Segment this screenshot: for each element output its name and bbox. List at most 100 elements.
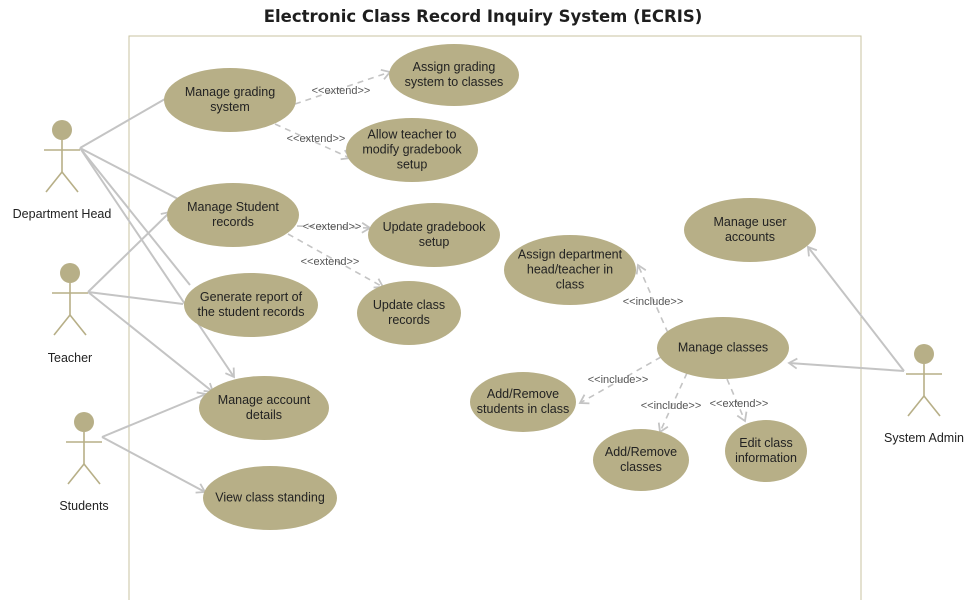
- stereotype-label: <<extend>>: [287, 133, 346, 145]
- use-case-label: Generate report of: [200, 290, 303, 304]
- use-case-ellipse: [346, 118, 478, 182]
- relation-manage_classes-add_students: [579, 356, 662, 404]
- use-case-ellipse: [167, 183, 299, 247]
- association-students-account_details: [101, 393, 207, 438]
- stereotype-label: <<extend>>: [301, 256, 360, 268]
- relation-arrowhead: [578, 394, 590, 405]
- actor-label: Teacher: [48, 351, 92, 365]
- use-case-ellipse: [184, 273, 318, 337]
- association-dept_head-student_records: [79, 147, 181, 201]
- use-case-label: the student records: [197, 305, 304, 319]
- relation-student_records-update_gradebook: [296, 225, 371, 229]
- relation-manage_classes-edit_class: [726, 378, 746, 422]
- use-case-ellipse: [199, 376, 329, 440]
- association-arrowhead: [225, 367, 235, 379]
- use-case-ellipse: [389, 44, 519, 106]
- stereotype-label: <<extend>>: [312, 85, 371, 97]
- use-case-label: head/teacher in: [527, 262, 613, 276]
- use-case-label: setup: [397, 157, 428, 171]
- actor-label: System Admin: [884, 431, 964, 445]
- use-case-label: accounts: [725, 230, 775, 244]
- use-case-ellipse: [357, 281, 461, 345]
- relation-arrowhead: [736, 411, 748, 423]
- use-case-ellipse: [504, 235, 636, 305]
- use-case-label: records: [212, 215, 254, 229]
- use-case-label: Update class: [373, 298, 445, 312]
- actor-dept_head: Department Head: [13, 120, 112, 221]
- system-boundary: [128, 35, 862, 600]
- use-case-ellipse: [470, 372, 576, 432]
- use-case-ellipse: [684, 198, 816, 262]
- actor-left-leg: [45, 171, 63, 193]
- actor-sys_admin: System Admin: [884, 344, 964, 445]
- use-case-label: details: [246, 408, 282, 422]
- use-case-label: setup: [419, 235, 450, 249]
- actor-head-icon: [74, 412, 94, 432]
- use-case-label: Add/Remove: [487, 387, 559, 401]
- actor-label: Department Head: [13, 207, 112, 221]
- stereotype-label: <<include>>: [623, 296, 684, 308]
- use-case-manage_classes: Manage classes: [657, 317, 789, 379]
- actor-label: Students: [59, 499, 108, 513]
- association-sys_admin-manage_classes: [788, 362, 905, 372]
- actor-right-leg: [923, 395, 941, 417]
- association-dept_head-account_details: [79, 147, 235, 378]
- use-case-ellipse: [164, 68, 296, 132]
- use-case-ellipse: [368, 203, 500, 267]
- association-sys_admin-user_accounts: [807, 246, 905, 372]
- relation-manage_classes-assign_dept: [637, 264, 669, 334]
- use-case-class_standing: View class standing: [203, 466, 337, 530]
- actor-head-icon: [52, 120, 72, 140]
- use-case-label: View class standing: [215, 490, 325, 504]
- use-case-label: Edit class: [739, 436, 793, 450]
- actor-right-leg: [69, 314, 87, 336]
- stereotype-label: <<include>>: [588, 374, 649, 386]
- use-case-label: classes: [620, 460, 662, 474]
- actor-head-icon: [914, 344, 934, 364]
- association-arrowhead: [806, 245, 818, 257]
- actor-right-leg: [83, 463, 101, 485]
- use-case-label: students in class: [477, 402, 569, 416]
- diagram-title: Electronic Class Record Inquiry System (…: [264, 7, 703, 26]
- use-case-label: Manage user: [714, 215, 787, 229]
- stereotype-label: <<extend>>: [710, 398, 769, 410]
- actor-right-leg: [61, 171, 79, 193]
- association-teacher-generate_report: [87, 291, 184, 305]
- use-case-ellipse: [725, 420, 807, 482]
- relation-arrowhead: [635, 263, 647, 275]
- use-case-label: Manage Student: [187, 200, 279, 214]
- actor-students: Students: [59, 412, 109, 513]
- use-case-label: records: [388, 313, 430, 327]
- use-case-label: Manage account: [218, 393, 311, 407]
- use-case-label: Assign department: [518, 247, 623, 261]
- relation-grading-assign_grading: [294, 71, 391, 105]
- use-case-ellipse: [593, 429, 689, 491]
- actor-left-leg: [907, 395, 925, 417]
- association-students-class_standing: [101, 436, 206, 493]
- stereotype-label: <<extend>>: [303, 221, 362, 233]
- use-case-label: Add/Remove: [605, 445, 677, 459]
- actor-head-icon: [60, 263, 80, 283]
- use-case-label: information: [735, 451, 797, 465]
- use-case-label: system: [210, 100, 250, 114]
- actor-teacher: Teacher: [48, 263, 92, 365]
- association-teacher-account_details: [87, 291, 214, 393]
- relation-student_records-update_class: [287, 233, 384, 288]
- use-case-ellipse: [657, 317, 789, 379]
- use-case-label: Update gradebook: [383, 220, 487, 234]
- use-case-label: system to classes: [405, 75, 504, 89]
- use-case-label: Manage classes: [678, 340, 768, 354]
- use-case-ellipse: [203, 466, 337, 530]
